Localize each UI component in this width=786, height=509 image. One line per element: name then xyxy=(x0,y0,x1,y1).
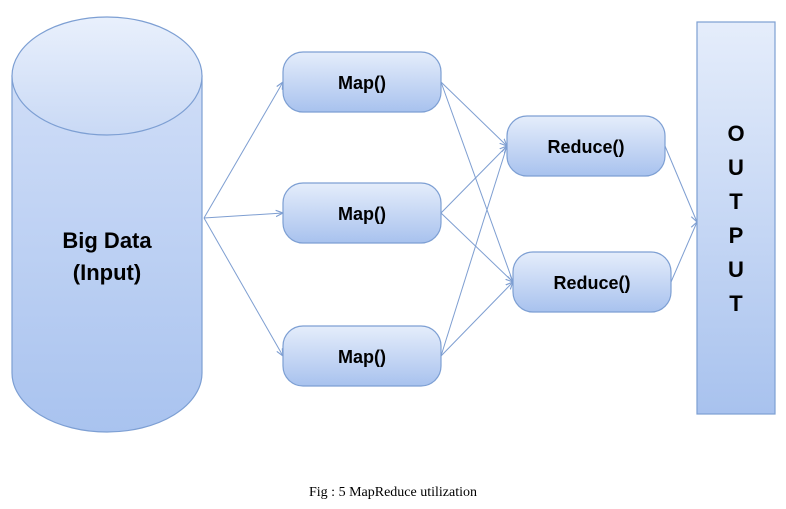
output-letter-2: U xyxy=(728,155,744,180)
arrow-reduce-1-to-output xyxy=(664,145,697,222)
arrow-input-to-map-2 xyxy=(203,213,283,219)
output-letter-4: P xyxy=(729,223,744,248)
input-label-line1: Big Data xyxy=(62,228,152,253)
map-node-3: Map() xyxy=(282,325,442,387)
arrow-reduce-2-to-output xyxy=(670,222,697,283)
figure-caption: Fig : 5 MapReduce utilization xyxy=(309,485,477,500)
map-node-3-label: Map() xyxy=(338,347,386,367)
map-node-1: Map() xyxy=(282,51,442,113)
map-node-2-label: Map() xyxy=(338,204,386,224)
reduce-node-2: Reduce() xyxy=(512,251,672,313)
map-node-1-label: Map() xyxy=(338,73,386,93)
output-letter-3: T xyxy=(729,189,743,214)
output-letter-1: O xyxy=(727,121,744,146)
arrow-map-2-to-reduce-2 xyxy=(440,212,513,282)
output-letter-5: U xyxy=(728,257,744,282)
output-column: O U T P U T xyxy=(696,21,776,415)
arrow-input-to-map-1 xyxy=(203,82,283,219)
output-letter-6: T xyxy=(729,291,743,316)
connectors xyxy=(203,81,697,357)
arrow-map-1-to-reduce-2 xyxy=(440,81,513,282)
reduce-node-1: Reduce() xyxy=(506,115,666,177)
arrow-map-1-to-reduce-1 xyxy=(440,81,507,146)
reduce-node-1-label: Reduce() xyxy=(547,137,624,157)
map-node-2: Map() xyxy=(282,182,442,244)
input-label-line2: (Input) xyxy=(73,260,141,285)
input-cylinder: Big Data (Input) xyxy=(11,16,203,433)
arrow-map-3-to-reduce-2 xyxy=(440,282,513,357)
mapreduce-diagram: Big Data (Input) Map() Map() Map() Reduc… xyxy=(11,16,776,433)
reduce-node-2-label: Reduce() xyxy=(553,273,630,293)
arrow-map-2-to-reduce-1 xyxy=(440,146,507,214)
arrow-input-to-map-3 xyxy=(203,217,283,356)
arrow-map-3-to-reduce-1 xyxy=(440,146,507,357)
